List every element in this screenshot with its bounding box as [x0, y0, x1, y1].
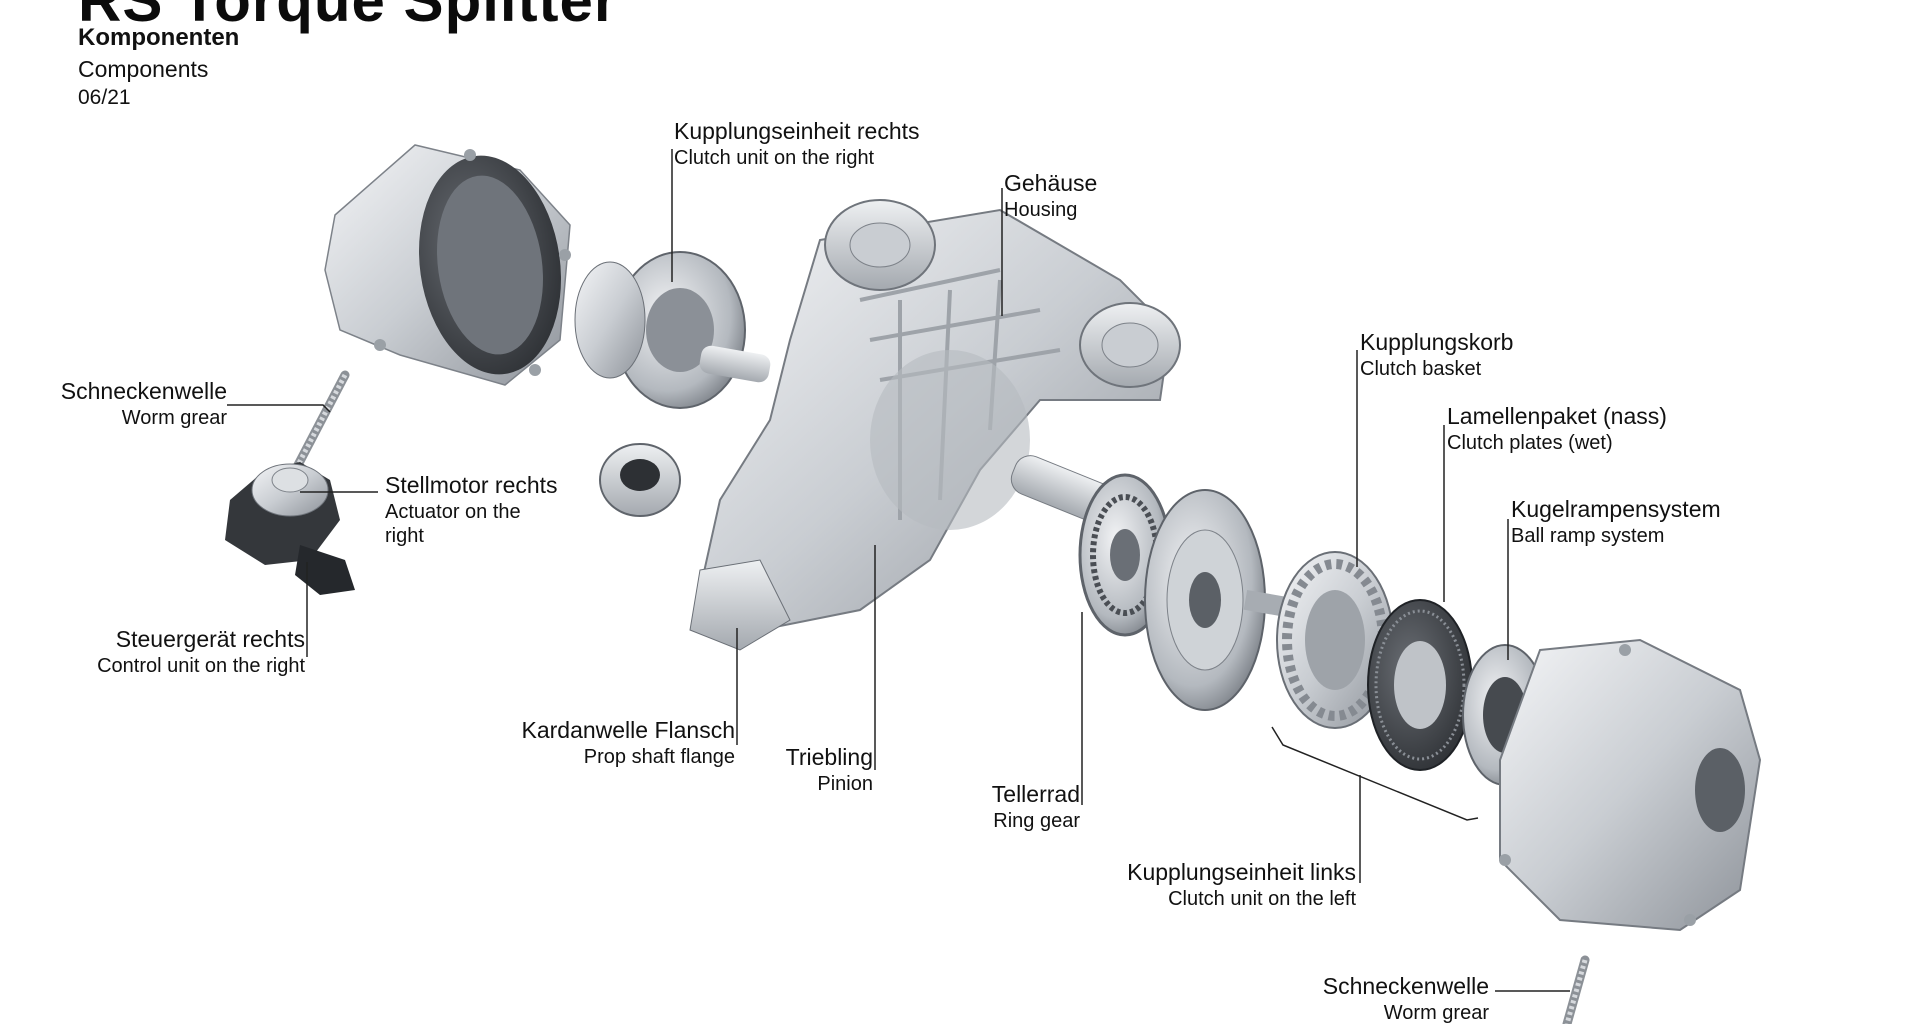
label-en-line2: right — [385, 525, 424, 548]
label-de: Triebling — [785, 744, 873, 770]
date-label: 06/21 — [78, 86, 131, 109]
subtitle-german: Komponenten — [78, 24, 240, 51]
label-de: Tellerrad — [991, 781, 1080, 807]
actuator-right — [225, 462, 340, 565]
label-de: Kupplungseinheit rechts — [674, 118, 920, 144]
label-en: Ring gear — [993, 809, 1080, 832]
label-clutch-basket: Kupplungskorb Clutch basket — [1360, 329, 1514, 380]
label-de: Gehäuse — [1004, 170, 1098, 196]
label-en: Clutch basket — [1360, 357, 1482, 380]
label-en: Control unit on the right — [97, 654, 305, 677]
label-de: Kupplungseinheit links — [1127, 859, 1356, 885]
worm-gear-left — [293, 370, 350, 470]
worm-gear-bottom — [1562, 955, 1590, 1024]
label-de: Kupplungskorb — [1360, 329, 1514, 355]
label-control-unit-right: Steuergerät rechts Control unit on the r… — [97, 626, 305, 677]
main-housing — [599, 199, 1181, 651]
subtitle-english: Components — [78, 56, 209, 82]
label-en: Worm grear — [1383, 1001, 1489, 1024]
leader-lines — [227, 149, 1570, 992]
label-prop-shaft-flange: Kardanwelle Flansch Prop shaft flange — [521, 717, 735, 768]
housing-cover-left — [1499, 638, 1762, 932]
label-ball-ramp-system: Kugelrampensystem Ball ramp system — [1511, 496, 1721, 547]
housing-cover-right — [324, 144, 571, 386]
label-worm-gear-left: Schneckenwelle Worm grear — [60, 378, 227, 429]
label-en: Actuator on the — [385, 500, 521, 523]
label-clutch-unit-left: Kupplungseinheit links Clutch unit on th… — [1127, 859, 1356, 910]
label-de: Schneckenwelle — [1322, 973, 1489, 999]
label-en: Pinion — [817, 772, 873, 795]
label-de: Kugelrampensystem — [1511, 496, 1721, 522]
label-housing: Gehäuse Housing — [1004, 170, 1098, 221]
label-en: Prop shaft flange — [583, 745, 735, 768]
clutch-unit-left-bracket — [1271, 726, 1479, 821]
label-en: Housing — [1004, 198, 1078, 221]
label-de: Stellmotor rechts — [385, 472, 558, 498]
label-en: Clutch plates (wet) — [1447, 431, 1613, 454]
label-clutch-plates: Lamellenpaket (nass) Clutch plates (wet) — [1447, 403, 1667, 454]
label-clutch-unit-right: Kupplungseinheit rechts Clutch unit on t… — [674, 118, 920, 169]
label-actuator-right: Stellmotor rechts Actuator on the right — [385, 472, 558, 548]
label-en: Clutch unit on the left — [1168, 887, 1356, 910]
clutch-basket — [1243, 551, 1394, 729]
label-en: Worm grear — [121, 406, 227, 429]
label-de: Steuergerät rechts — [115, 626, 305, 652]
label-worm-gear-bottom: Schneckenwelle Worm grear — [1322, 973, 1489, 1024]
label-en: Ball ramp system — [1511, 524, 1665, 547]
control-unit-right — [295, 545, 355, 595]
label-de: Kardanwelle Flansch — [521, 717, 735, 743]
label-de: Schneckenwelle — [60, 378, 227, 404]
page-title: RS Torque Splitter — [78, 0, 619, 34]
label-en: Clutch unit on the right — [674, 146, 875, 169]
label-ring-gear: Tellerrad Ring gear — [991, 781, 1080, 832]
clutch-plates — [1367, 599, 1473, 771]
clutch-drum-plate — [1144, 489, 1266, 711]
label-pinion: Triebling Pinion — [785, 744, 873, 795]
label-de: Lamellenpaket (nass) — [1447, 403, 1667, 429]
clutch-unit-right — [574, 251, 771, 409]
